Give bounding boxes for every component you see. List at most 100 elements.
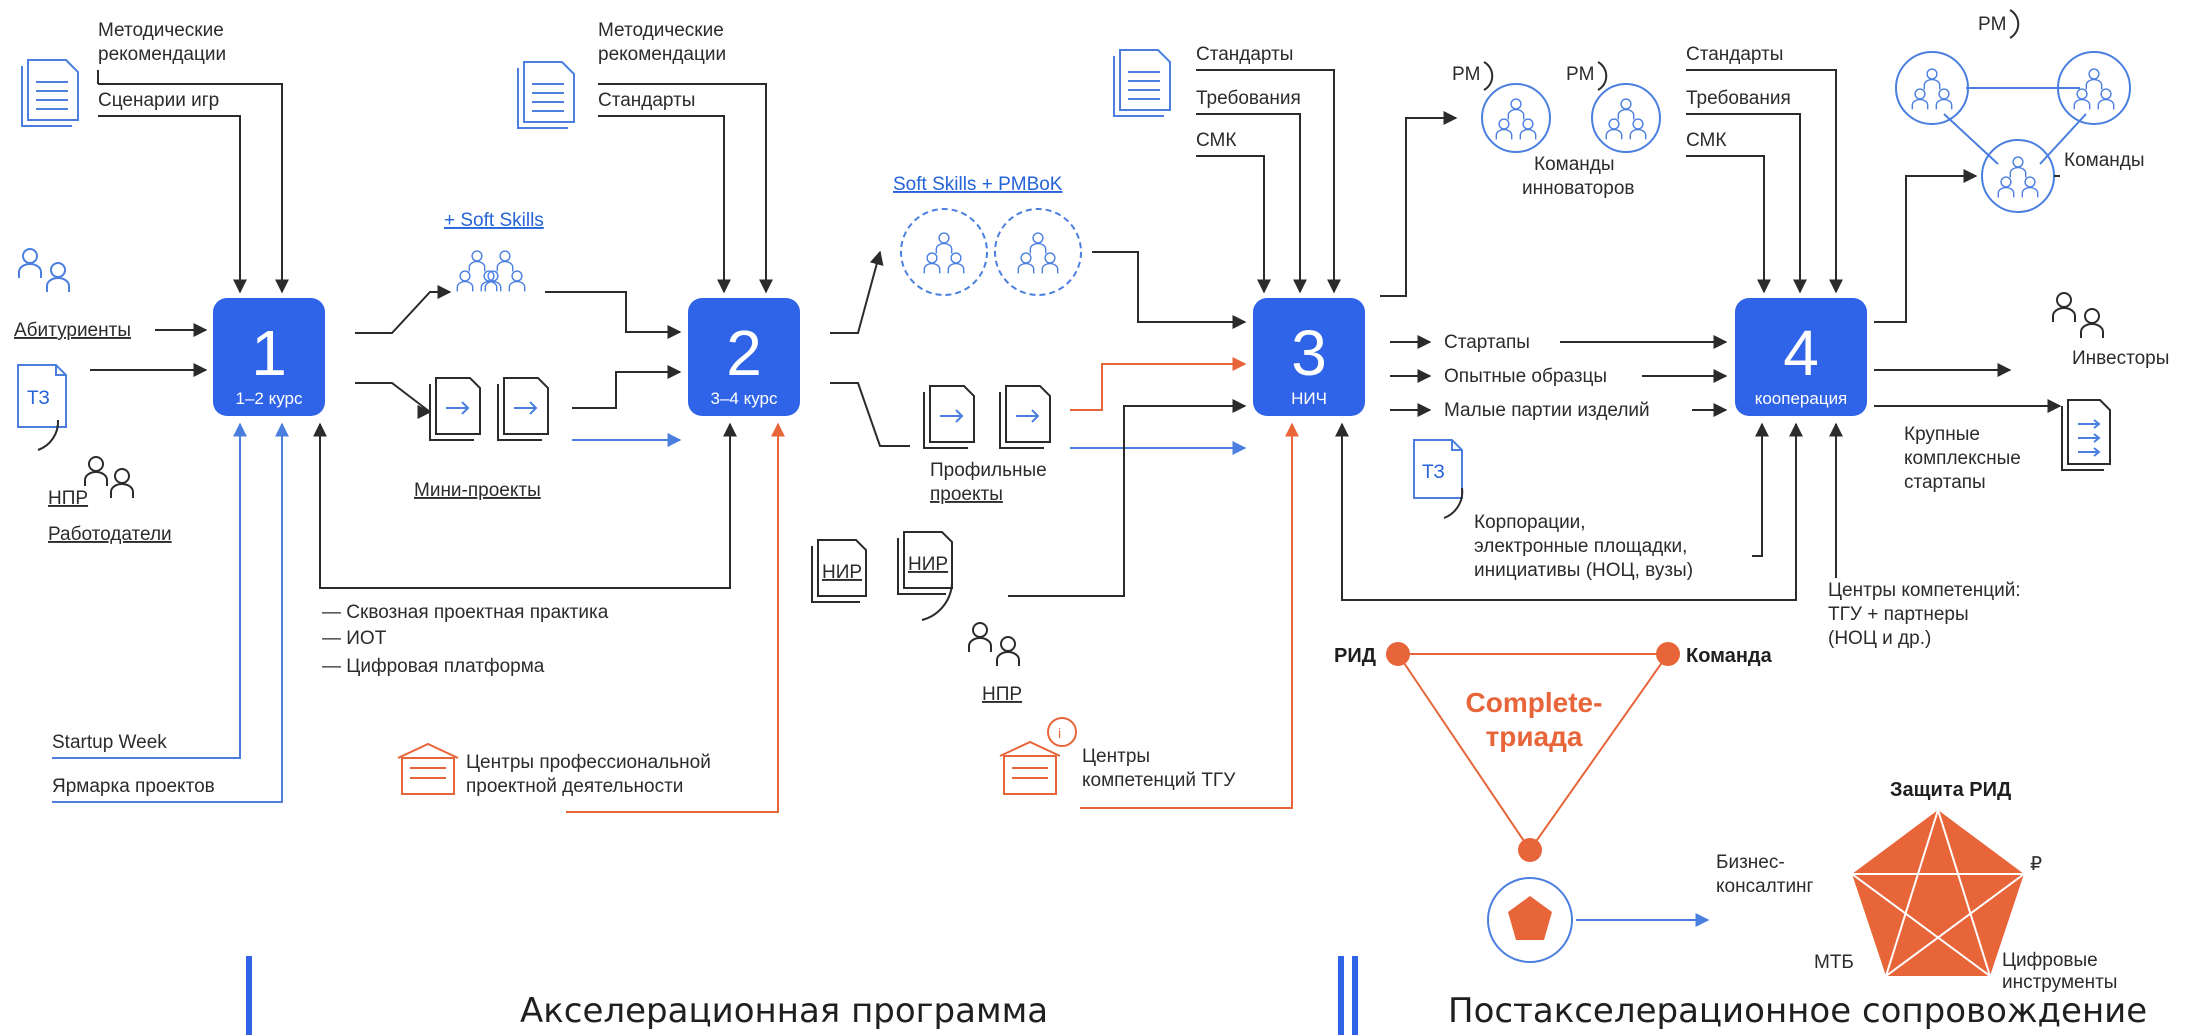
tz-doc-icon: ТЗ	[17, 364, 67, 451]
rid-protection-pentagon	[1848, 809, 2028, 979]
stage-4-box: 4 кооперация	[1735, 298, 1867, 416]
standards-2: Стандарты	[598, 90, 695, 111]
pentagon-left-1: Бизнес-	[1716, 852, 1785, 873]
method-rec-2b: рекомендации	[598, 44, 726, 65]
smk-4: СМК	[1686, 130, 1726, 151]
stage-3-number: 3	[1291, 317, 1327, 389]
prof-centers-1: Центры профессиональной	[466, 752, 711, 773]
tz-label-2: ТЗ	[1422, 462, 1445, 483]
practice-item-1: — Сквозная проектная практика	[322, 602, 609, 623]
output-prototypes: Опытные образцы	[1444, 366, 1607, 387]
pentagon-bottom-right-1: Цифровые	[2002, 950, 2098, 971]
tz-doc-icon: ТЗ	[1413, 439, 1464, 519]
profile-projects-1: Профильные	[930, 460, 1047, 481]
tgu-centers-2: компетенций ТГУ	[1082, 770, 1236, 791]
requirements-3: Требования	[1196, 88, 1301, 109]
section-1-marker	[246, 956, 252, 1035]
triad-rid: РИД	[1334, 645, 1376, 667]
innovator-teams-icon: PM PM	[1452, 61, 1661, 153]
stage-2-number: 2	[726, 317, 762, 389]
method-rec-1b: рекомендации	[98, 44, 226, 65]
stage-3-label: НИЧ	[1291, 389, 1327, 408]
profile-projects-docs	[923, 385, 1051, 449]
standards-3: Стандарты	[1196, 44, 1293, 65]
standards-4: Стандарты	[1686, 44, 1783, 65]
stage-1-number: 1	[251, 317, 287, 389]
tgu-centers-1: Центры	[1082, 746, 1150, 767]
pentagon-top: Защита РИД	[1890, 779, 2011, 801]
tgu-building-icon: i	[999, 717, 1077, 795]
requirements-4: Требования	[1686, 88, 1791, 109]
section-2-title: Постакселерационное сопровождение	[1448, 991, 2147, 1031]
profile-projects-2: проекты	[930, 484, 1003, 505]
stage-4-number: 4	[1783, 317, 1819, 389]
npr-label-1: НПР	[48, 488, 88, 509]
soft-skills-label: + Soft Skills	[444, 210, 544, 231]
output-startups: Стартапы	[1444, 332, 1530, 353]
practice-item-2: — ИОТ	[322, 628, 387, 649]
employers-label: Работодатели	[48, 524, 172, 545]
large-startups-doc	[2061, 399, 2111, 471]
prof-centers-2: проектной деятельности	[466, 776, 683, 797]
building-icon	[397, 742, 459, 795]
npr-label-2: НПР	[982, 684, 1022, 705]
tz-label-1: ТЗ	[27, 388, 50, 409]
teams-label: Команды	[2064, 150, 2145, 171]
team-icon	[457, 251, 524, 291]
output-small-batches: Малые партии изделий	[1444, 400, 1650, 421]
comp-centers-3: (НОЦ и др.)	[1828, 628, 1931, 649]
npr-icon	[84, 456, 134, 499]
investors-label: Инвесторы	[2072, 348, 2169, 369]
large-startups-2: комплексные	[1904, 448, 2021, 469]
complete-triad: РИД Команда Complete- триада	[1334, 642, 1773, 862]
triad-team: Команда	[1686, 645, 1773, 667]
stage-1-label: 1–2 курс	[236, 389, 303, 408]
pm-label-2: PM	[1566, 64, 1595, 85]
small-pentagon-icon	[1487, 877, 1573, 963]
investors-icon	[2052, 292, 2104, 339]
triad-title-1: Complete-	[1466, 687, 1603, 718]
method-rec-2a: Методические	[598, 20, 724, 41]
team-circles	[900, 208, 1082, 296]
stage-2-box: 2 3–4 курс	[688, 298, 800, 416]
mini-projects-docs	[429, 377, 549, 441]
svg-text:i: i	[1058, 725, 1061, 741]
stage-2-label: 3–4 курс	[711, 389, 778, 408]
applicants-icon	[18, 248, 70, 293]
npr-icon	[968, 622, 1020, 667]
projects-fair-label: Ярмарка проектов	[52, 776, 215, 797]
mini-projects-label: Мини-проекты	[414, 480, 541, 501]
stage-4-label: кооперация	[1755, 389, 1848, 408]
large-startups-3: стартапы	[1904, 472, 1986, 493]
pm-label-3: PM	[1978, 14, 2007, 35]
corporations-2: электронные площадки,	[1474, 536, 1687, 557]
practice-item-3: — Цифровая платформа	[322, 656, 545, 677]
smk-3: СМК	[1196, 130, 1236, 151]
feedback-loop-1	[313, 422, 731, 589]
pentagon-bottom-right-2: инструменты	[2002, 972, 2117, 993]
pentagon-bottom-left: МТБ	[1814, 952, 1854, 973]
innovators-2: инноваторов	[1522, 178, 1634, 199]
pentagon-left-2: консалтинг	[1716, 876, 1814, 897]
nir-docs: НИР НИР	[811, 531, 954, 621]
document-icon	[517, 61, 575, 129]
document-icon	[1113, 49, 1171, 117]
game-scenarios: Сценарии игр	[98, 90, 219, 111]
comp-centers-2: ТГУ + партнеры	[1828, 604, 1969, 625]
nir-label-1: НИР	[822, 562, 862, 583]
section-2-marker	[1338, 956, 1344, 1035]
pentagon-right: ₽	[2030, 854, 2042, 875]
comp-centers-1: Центры компетенций:	[1828, 580, 2021, 601]
stage-3-box: 3 НИЧ	[1253, 298, 1365, 416]
applicants-label: Абитуриенты	[14, 320, 131, 341]
section-1-title: Акселерационная программа	[520, 991, 1048, 1031]
section-2-marker	[1352, 956, 1358, 1035]
corporations-1: Корпорации,	[1474, 512, 1586, 533]
document-icon	[21, 59, 79, 127]
soft-pmbok-label: Soft Skills + PMBoK	[893, 174, 1063, 195]
startup-week-label: Startup Week	[52, 732, 167, 753]
corporations-3: инициативы (НОЦ, вузы)	[1474, 560, 1693, 581]
stage-1-box: 1 1–2 курс	[213, 298, 325, 416]
innovators-1: Команды	[1534, 154, 1615, 175]
